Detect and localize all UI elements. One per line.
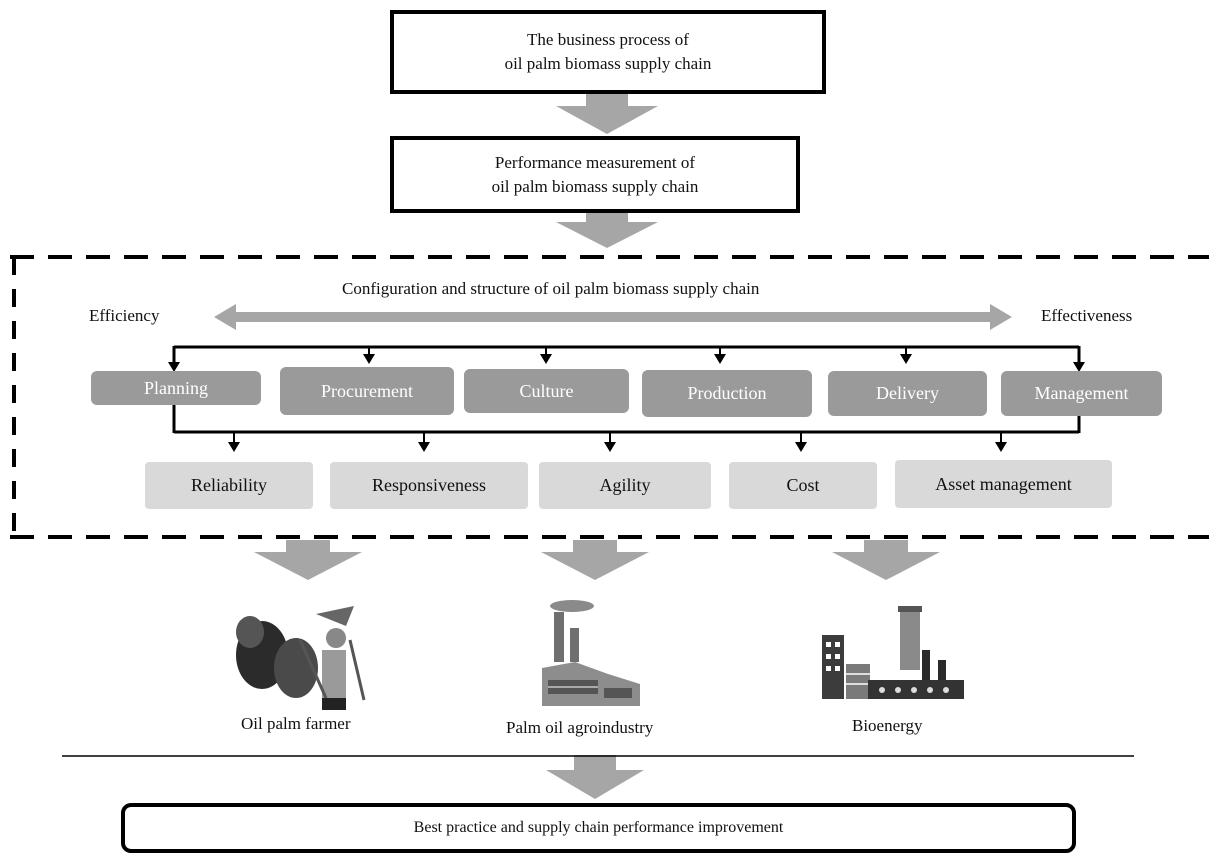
business-process-line2: oil palm biomass supply chain [504, 54, 712, 73]
stakeholder-agroindustry-label: Palm oil agroindustry [506, 718, 654, 737]
block-arrow-bottom [546, 755, 644, 799]
attribute-asset-management: Asset management [895, 460, 1112, 508]
power-plant-icon [822, 606, 964, 699]
block-arrow-agroindustry [541, 540, 649, 580]
performance-measurement-box: Performance measurement of oil palm biom… [390, 136, 800, 213]
efficiency-label: Efficiency [89, 306, 160, 325]
attribute-reliability: Reliability [145, 462, 313, 509]
effectiveness-label: Effectiveness [1041, 306, 1133, 325]
process-culture: Culture [464, 369, 629, 413]
block-arrow-1 [556, 94, 658, 134]
farmer-icon [236, 606, 366, 710]
attribute-cost: Cost [729, 462, 877, 509]
best-practice-text: Best practice and supply chain performan… [413, 819, 784, 836]
performance-measurement-line2: oil palm biomass supply chain [491, 176, 699, 196]
stakeholder-bioenergy-label: Bioenergy [852, 716, 923, 735]
attribute-agility: Agility [539, 462, 711, 509]
business-process-line1: The business process of [527, 30, 689, 49]
framework-title: Configuration and structure of oil palm … [342, 279, 760, 298]
attribute-responsiveness: Responsiveness [330, 462, 528, 509]
process-procurement: Procurement [280, 367, 454, 415]
business-process-box: The business process of oil palm biomass… [390, 10, 826, 94]
performance-measurement-line1: Performance measurement of [494, 152, 696, 172]
factory-icon [542, 600, 640, 706]
block-arrow-farmer [254, 540, 362, 580]
effectiveness-arrowhead [990, 304, 1012, 330]
process-planning: Planning [91, 371, 261, 405]
process-delivery: Delivery [828, 371, 987, 416]
block-arrow-bioenergy [832, 540, 940, 580]
efficiency-arrowhead [214, 304, 236, 330]
best-practice-box: Best practice and supply chain performan… [121, 803, 1076, 853]
stakeholder-farmer-label: Oil palm farmer [241, 714, 351, 733]
process-production: Production [642, 370, 812, 417]
block-arrow-2 [556, 213, 658, 248]
process-management: Management [1001, 371, 1162, 416]
